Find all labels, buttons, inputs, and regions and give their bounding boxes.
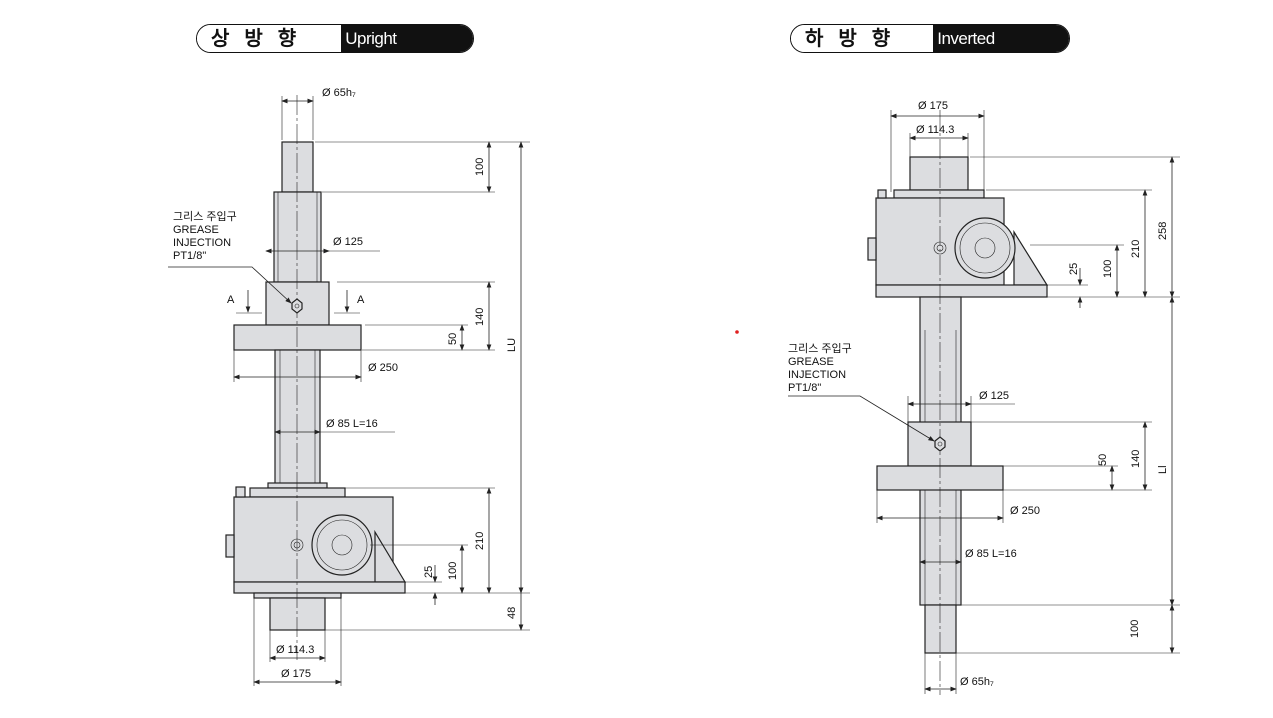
upright-dim-50: 50 — [447, 333, 459, 345]
inverted-dim-258: 258 — [1157, 222, 1169, 240]
upright-dim-85: Ø 85 L=16 — [326, 418, 378, 430]
upright-dim-shaft: Ø 65h₇ — [322, 87, 356, 99]
inverted-dim-250: Ø 250 — [1010, 505, 1040, 517]
upright-dim-100: 100 — [474, 158, 486, 176]
grease-label-3: PT1/8" — [788, 382, 821, 394]
inverted-jack-drawing — [788, 110, 1180, 695]
grease-nipple-icon — [934, 436, 946, 452]
upright-dim-175: Ø 175 — [281, 668, 311, 680]
upright-dim-100b: 100 — [447, 562, 459, 580]
inverted-dim-125: Ø 125 — [979, 390, 1009, 402]
inverted-dim-210: 210 — [1130, 240, 1142, 258]
inverted-dim-100: 100 — [1102, 260, 1114, 278]
inverted-dim-100b: 100 — [1129, 620, 1141, 638]
upright-dim-25: 25 — [423, 566, 435, 578]
inverted-title-en: Inverted Traveling — [933, 25, 1069, 52]
upright-dim-lu: LU — [506, 338, 518, 352]
upright-title-badge: 상 방 향 형 Upright Traveling — [196, 24, 474, 53]
upright-dim-210: 210 — [474, 532, 486, 550]
grease-label-ko: 그리스 주입구 — [788, 342, 852, 355]
inverted-dim-25: 25 — [1068, 263, 1080, 275]
upright-title-en: Upright Traveling — [341, 25, 473, 52]
grease-label-1: GREASE — [173, 224, 219, 236]
upright-section-a-left: A — [227, 294, 235, 306]
grease-label-1: GREASE — [788, 356, 834, 368]
upright-dim-48: 48 — [506, 607, 518, 619]
grease-nipple-icon — [291, 298, 303, 314]
upright-dim-1143: Ø 114.3 — [276, 644, 314, 656]
red-marker-dot — [735, 330, 739, 334]
inverted-dim-85: Ø 85 L=16 — [965, 548, 1017, 560]
inverted-dim-ll: Ll — [1157, 465, 1169, 474]
grease-label-ko: 그리스 주입구 — [173, 210, 237, 223]
grease-label-2: INJECTION — [788, 369, 846, 381]
grease-label-3: PT1/8" — [173, 250, 206, 262]
inverted-title-badge: 하 방 향 형 Inverted Traveling — [790, 24, 1070, 53]
upright-jack-drawing — [168, 95, 530, 686]
upright-grease-label: 그리스 주입구 GREASE INJECTION PT1/8" — [173, 210, 237, 262]
upright-dim-125: Ø 125 — [333, 236, 363, 248]
upright-dim-140: 140 — [474, 308, 486, 326]
inverted-dim-1143: Ø 114.3 — [916, 124, 954, 136]
upright-title-ko: 상 방 향 형 — [197, 25, 342, 52]
grease-label-2: INJECTION — [173, 237, 231, 249]
upright-section-a-right: A — [357, 294, 365, 306]
upright-dim-250: Ø 250 — [368, 362, 398, 374]
inverted-dim-shaft: Ø 65h₇ — [960, 676, 994, 688]
inverted-title-ko: 하 방 향 형 — [791, 25, 934, 52]
inverted-dim-50: 50 — [1097, 454, 1109, 466]
inverted-grease-label: 그리스 주입구 GREASE INJECTION PT1/8" — [788, 342, 852, 394]
inverted-dim-175: Ø 175 — [918, 100, 948, 112]
inverted-dim-140: 140 — [1130, 450, 1142, 468]
